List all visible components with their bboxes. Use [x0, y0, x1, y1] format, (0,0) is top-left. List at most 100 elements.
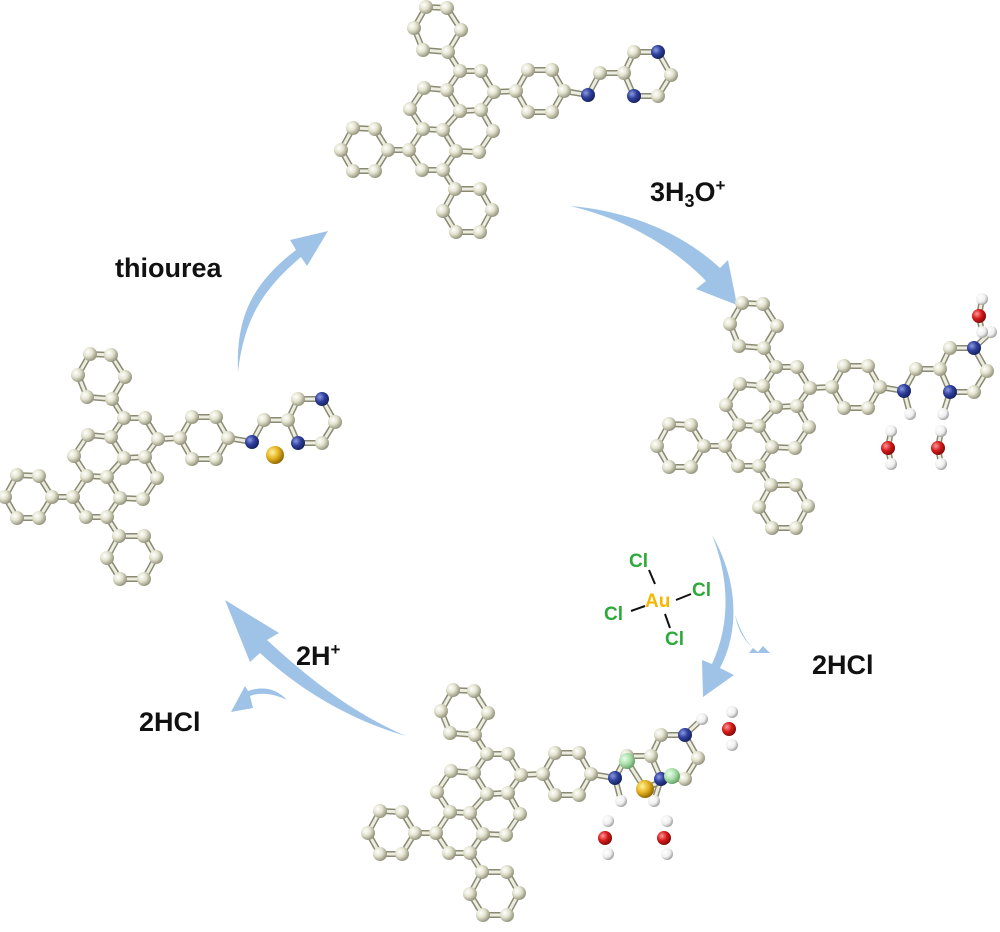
carbon-atom [67, 449, 81, 463]
carbon-atom [66, 490, 80, 504]
oxygen-atom [722, 722, 736, 736]
carbon-atom [789, 478, 803, 492]
carbon-atom [756, 297, 770, 311]
arrow-hcl-right [735, 615, 770, 653]
carbon-atom [105, 392, 119, 406]
carbon-atom [980, 364, 994, 378]
carbon-atom [509, 84, 523, 98]
carbon-atom [837, 359, 851, 373]
carbon-atom [138, 450, 152, 464]
carbon-atom [443, 726, 457, 740]
carbon-atom [440, 83, 454, 97]
carbon-atom [463, 846, 477, 860]
carbon-atom [802, 420, 816, 434]
carbon-atom [150, 471, 164, 485]
carbon-atom [291, 392, 305, 406]
carbon-atom [474, 103, 488, 117]
carbon-atom [408, 826, 422, 840]
carbon-atom [521, 63, 535, 77]
carbon-atom [80, 469, 94, 483]
carbon-atom [501, 786, 515, 800]
carbon-atom [475, 865, 489, 879]
carbon-atom [32, 511, 46, 525]
carbon-atom [765, 440, 779, 454]
carbon-atom [402, 143, 416, 157]
carbon-atom [113, 491, 127, 505]
carbon-atom [453, 104, 467, 118]
hydronium-label: 3H3O+ [650, 177, 725, 210]
carbon-atom [500, 865, 514, 879]
carbon-atom [593, 66, 607, 80]
carbon-atom [10, 511, 24, 525]
carbon-atom [0, 490, 12, 504]
carbon-atom [149, 550, 163, 564]
carbon-atom [315, 436, 329, 450]
carbon-atom [454, 23, 468, 37]
carbon-atom [138, 411, 152, 425]
carbon-atom [416, 122, 430, 136]
carbon-atom [185, 452, 199, 466]
hydrogen-atom [985, 326, 997, 338]
molecule-neutral [334, 0, 678, 239]
carbon-atom [752, 459, 766, 473]
carbon-atom [373, 804, 387, 818]
hydrogen-atom [976, 326, 988, 338]
carbon-atom [257, 413, 271, 427]
nitrogen-atom [581, 88, 595, 102]
carbon-atom [476, 827, 490, 841]
carbon-atom [557, 84, 571, 98]
carbon-atom [10, 468, 24, 482]
carbon-atom [407, 21, 421, 35]
arrow-proton [225, 600, 406, 736]
carbon-atom [104, 348, 118, 362]
carbon-atom [473, 225, 487, 239]
proton-label: 2H+ [296, 641, 340, 670]
carbon-atom [651, 89, 665, 103]
carbon-atom [548, 746, 562, 760]
carbon-atom [419, 0, 433, 14]
carbon-atom [967, 385, 981, 399]
carbon-atom [395, 805, 409, 819]
carbon-atom [430, 785, 444, 799]
carbon-atom [735, 296, 749, 310]
carbon-atom [100, 470, 114, 484]
carbon-atom [572, 788, 586, 802]
hydrogen-atom [726, 706, 738, 718]
aucl4-ligand-cl-left: Cl [604, 604, 623, 625]
carbon-atom [545, 63, 559, 77]
carbon-atom [514, 768, 528, 782]
carbon-atom [281, 413, 295, 427]
carbon-atom [473, 182, 487, 196]
carbon-atom [209, 410, 223, 424]
carbon-atom [417, 81, 431, 95]
au-cl-bond-right [675, 593, 692, 601]
carbon-atom [395, 847, 409, 861]
hydrogen-atom [976, 293, 988, 305]
carbon-atom [436, 163, 450, 177]
carbon-atom [104, 430, 118, 444]
carbon-atom [81, 428, 95, 442]
oxygen-atom [931, 441, 945, 455]
carbon-atom [485, 203, 499, 217]
atoms [650, 293, 997, 535]
carbon-atom [481, 706, 495, 720]
oxygen-atom [657, 831, 671, 845]
hydrogen-atom [885, 458, 897, 470]
carbon-atom [373, 847, 387, 861]
carbon-atom [113, 572, 127, 586]
carbon-atom [453, 64, 467, 78]
oxygen-atom [972, 309, 986, 323]
carbon-atom [757, 341, 771, 355]
carbon-atom [733, 377, 747, 391]
aucl4-ligand-cl-top: Cl [629, 551, 648, 572]
aucl4-bonds [630, 569, 692, 629]
carbon-atom [346, 164, 360, 178]
carbon-atom [32, 469, 46, 483]
carbon-atom [403, 102, 417, 116]
carbon-atom [429, 826, 443, 840]
carbon-atom [334, 143, 348, 157]
carbon-atom [487, 85, 501, 99]
carbon-atom [837, 401, 851, 415]
carbon-atom [752, 419, 766, 433]
